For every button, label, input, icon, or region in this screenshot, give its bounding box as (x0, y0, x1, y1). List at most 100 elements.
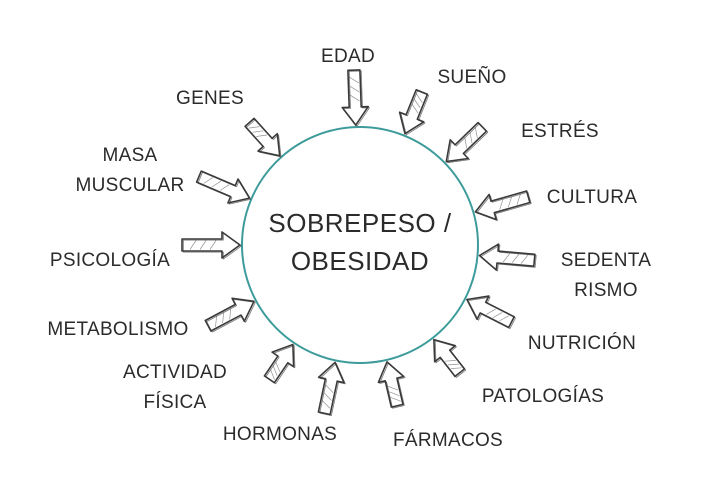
factor-label-psicologia: PSICOLOGÍA (30, 246, 190, 276)
factor-label-estres-line-1: ESTRÉS (521, 121, 599, 142)
factor-label-sueno-line-1: SUEÑO (437, 67, 507, 88)
arrow-edad (341, 69, 370, 127)
arrow-hatch-edad (350, 94, 360, 102)
arrow-hatch-genes (256, 134, 268, 137)
arrow-hatch-metabolismo (222, 312, 225, 324)
factor-label-metabolismo-line-1: METABOLISMO (47, 319, 189, 340)
arrow-hatch-sedentarismo (502, 253, 511, 263)
arrow-genes (244, 117, 282, 158)
factor-label-edad: EDAD (268, 42, 428, 72)
factor-label-actividad-fisica-line-2: FÍSICA (143, 392, 207, 413)
arrow-hatch-hormonas (322, 400, 331, 409)
arrow-hatch-sueno (413, 98, 421, 109)
arrow-hatch-nutricion (492, 312, 503, 319)
arrow-body-psicologia (181, 231, 241, 259)
arrow-sketch-edad (343, 70, 370, 127)
factor-label-hormonas-line-1: HORMONAS (222, 424, 338, 445)
arrow-sketch-genes (245, 119, 282, 158)
factor-label-patologias: PATOLOGÍAS (463, 382, 623, 412)
arrow-hatch-actividad-fisica (272, 365, 278, 376)
arrow-hatch-psicologia (189, 240, 197, 250)
arrow-hatch-masa-muscular (211, 180, 222, 188)
arrow-hatch-hormonas (323, 392, 332, 401)
arrow-sketch-hormonas (319, 363, 346, 417)
factor-label-sedentarismo-line-1: SEDENTA (560, 250, 652, 271)
arrow-psicologia (181, 231, 242, 260)
arrow-hatch-farmacos (389, 391, 400, 397)
factor-label-patologias-line-1: PATOLOGÍAS (481, 386, 605, 407)
factor-label-sedentarismo: SEDENTA RISMO (526, 246, 686, 306)
arrow-body-hormonas (317, 361, 345, 416)
arrow-body-metabolismo (204, 297, 255, 332)
arrow-hatch-sueno (411, 104, 419, 114)
arrow-farmacos (377, 361, 406, 409)
arrow-sketch-patologias (434, 340, 467, 378)
factor-label-cultura: CULTURA (512, 183, 672, 213)
arrow-nutricion (466, 295, 516, 330)
factor-label-masa-muscular-line-2: MUSCULAR (75, 175, 185, 196)
arrow-cultura (474, 190, 532, 222)
arrow-sketch-psicologia (182, 232, 242, 260)
arrow-hatch-metabolismo (229, 308, 232, 320)
central-concept-line-1: SOBREPESO / (268, 208, 452, 238)
arrow-hatch-estres (469, 132, 473, 144)
central-circle (241, 126, 479, 364)
arrow-metabolismo (204, 297, 256, 333)
arrow-estres (445, 121, 489, 164)
arrow-hatch-farmacos (390, 397, 401, 402)
arrow-hatch-cultura (516, 194, 521, 205)
factor-label-psicologia-line-1: PSICOLOGÍA (49, 250, 171, 271)
factor-label-farmacos: FÁRMACOS (368, 426, 528, 456)
arrow-masa-muscular (195, 170, 252, 205)
arrow-patologias (433, 338, 467, 378)
arrow-hatch-edad (349, 77, 359, 84)
factor-label-sueno: SUEÑO (392, 63, 552, 93)
arrow-sketch-cultura (476, 191, 532, 222)
arrow-hatch-estres (474, 127, 478, 139)
arrow-hatch-patologias (450, 367, 462, 369)
arrows-group (181, 69, 537, 417)
central-concept-line-2: OBESIDAD (290, 246, 430, 276)
factor-label-metabolismo: METABOLISMO (38, 315, 198, 345)
factor-label-estres: ESTRÉS (480, 117, 640, 147)
arrow-hatch-actividad-fisica (270, 369, 275, 380)
arrow-body-farmacos (377, 361, 405, 408)
arrow-sketch-sedentarismo (480, 244, 537, 272)
arrow-hatch-sedentarismo (511, 254, 520, 264)
factor-label-hormonas: HORMONAS (200, 420, 360, 450)
arrow-hatch-cultura (499, 199, 504, 210)
factor-label-nutricion: NUTRICIÓN (502, 329, 662, 359)
arrow-body-cultura (474, 190, 531, 221)
arrow-body-genes (244, 117, 281, 157)
arrow-sketch-sueno (400, 90, 430, 136)
arrow-hatch-patologias (447, 363, 459, 366)
arrow-hatch-metabolismo (215, 316, 217, 327)
arrow-body-sueno (398, 89, 429, 135)
factor-label-masa-muscular: MASA MUSCULAR (50, 141, 210, 201)
arrow-hatch-genes (252, 130, 264, 133)
factor-label-genes-line-1: GENES (175, 88, 245, 109)
arrow-hatch-genes (248, 126, 260, 129)
factor-label-masa-muscular-line-1: MASA (102, 145, 158, 166)
factor-label-actividad-fisica-line-1: ACTIVIDAD (122, 362, 228, 383)
arrow-hatch-edad (349, 86, 360, 93)
arrow-hatch-psicologia (199, 240, 207, 250)
arrow-hormonas (317, 361, 346, 417)
factor-label-edad-line-1: EDAD (321, 46, 375, 67)
arrow-sedentarismo (478, 243, 537, 272)
arrow-hatch-nutricion (499, 315, 509, 322)
central-concept: SOBREPESO / OBESIDAD (240, 204, 480, 280)
arrow-hatch-masa-muscular (203, 177, 213, 184)
arrow-sketch-nutricion (467, 296, 516, 330)
arrow-actividad-fisica (263, 343, 296, 385)
factor-label-cultura-line-1: CULTURA (546, 187, 638, 208)
arrow-sketch-farmacos (379, 362, 406, 409)
arrow-hatch-actividad-fisica (275, 361, 281, 373)
factor-label-sedentarismo-line-2: RISMO (574, 280, 638, 301)
arrow-hatch-estres (464, 137, 468, 149)
arrow-hatch-patologias (445, 360, 456, 362)
arrow-sueno (398, 89, 430, 136)
arrow-hatch-psicologia (209, 240, 217, 250)
arrow-sketch-actividad-fisica (265, 345, 296, 385)
